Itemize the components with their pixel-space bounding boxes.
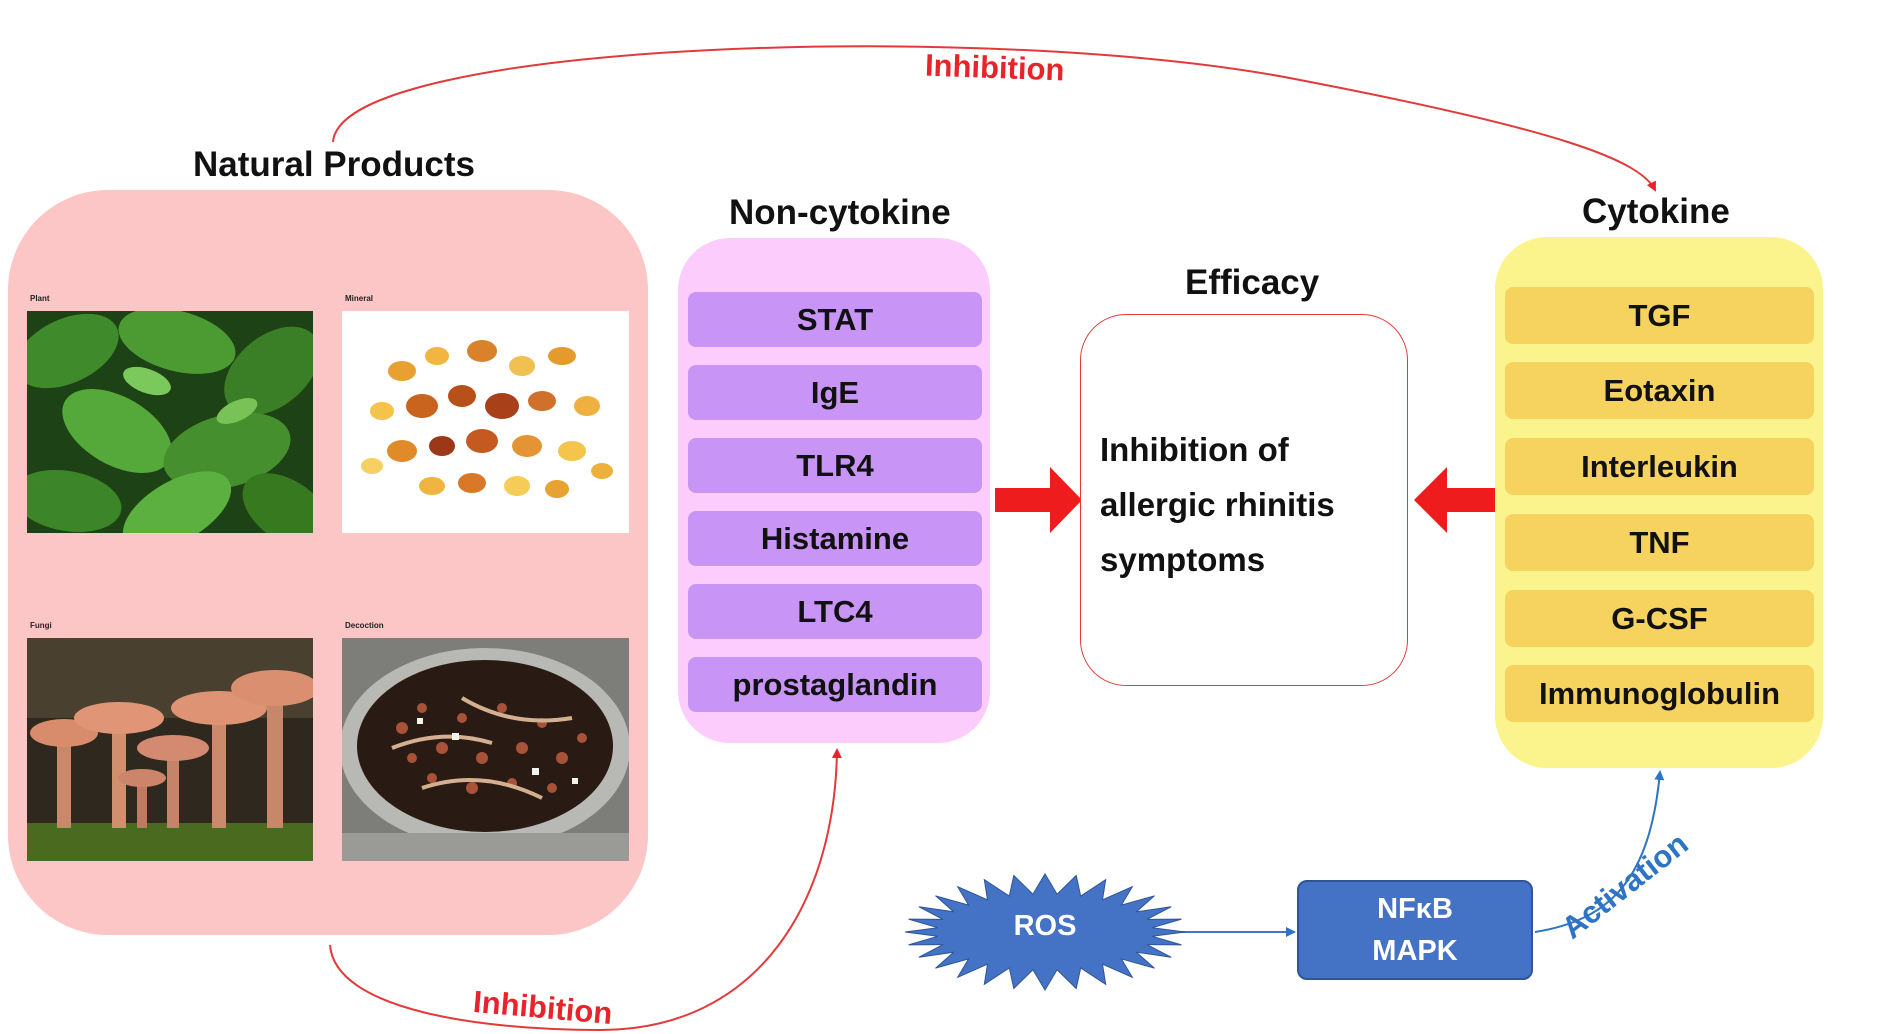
non-cytokine-title: Non-cytokine: [729, 193, 951, 232]
cytokine-item-interleukin: Interleukin: [1505, 438, 1814, 495]
non-cytokine-item-ige: IgE: [688, 365, 982, 420]
bottom-inhibition-curve: [329, 748, 842, 1032]
cytokine-item-eotaxin: Eotaxin: [1505, 362, 1814, 419]
activation-curve: [1534, 770, 1665, 933]
cytokine-item-gcsf: G-CSF: [1505, 590, 1814, 647]
fungi-image: [27, 638, 313, 861]
mineral-label: Mineral: [345, 294, 374, 303]
right-red-arrow: [1414, 467, 1497, 533]
non-cytokine-item-stat: STAT: [688, 292, 982, 347]
cytokine-item-tgf: TGF: [1505, 287, 1814, 344]
cytokine-item-immunoglobulin: Immunoglobulin: [1505, 665, 1814, 722]
decoction-image: [342, 638, 629, 861]
decoction-label: Decoction: [345, 621, 384, 630]
natural-products-title: Natural Products: [193, 145, 475, 184]
cytokine-title: Cytokine: [1582, 192, 1730, 231]
non-cytokine-item-ltc4: LTC4: [688, 584, 982, 639]
cytokine-item-tnf: TNF: [1505, 514, 1814, 571]
efficacy-title: Efficacy: [1185, 263, 1320, 302]
efficacy-box: [1080, 314, 1408, 686]
efficacy-line-2: allergic rhinitis: [1100, 486, 1335, 523]
efficacy-line-3: symptoms: [1100, 541, 1266, 578]
mineral-image: [342, 311, 629, 533]
efficacy-text: Inhibition of allergic rhinitis symptoms: [1100, 422, 1400, 587]
non-cytokine-item-histamine: Histamine: [688, 511, 982, 566]
ros-label: ROS: [1013, 910, 1077, 942]
non-cytokine-item-tlr4: TLR4: [688, 438, 982, 493]
non-cytokine-item-prostaglandin: prostaglandin: [688, 657, 982, 712]
efficacy-line-1: Inhibition of: [1100, 431, 1289, 468]
plant-image: [27, 311, 313, 533]
left-red-arrow: [995, 467, 1082, 533]
top-inhibition-curve: [332, 45, 1656, 192]
nfkb-mapk-box: NFκB MAPK: [1297, 880, 1533, 980]
plant-label: Plant: [30, 294, 50, 303]
ros-starburst: [904, 873, 1186, 991]
nfkb-label: NFκB: [1377, 893, 1453, 925]
fungi-label: Fungi: [30, 621, 52, 630]
mapk-label: MAPK: [1372, 935, 1458, 967]
top-inhibition-label: Inhibition: [924, 47, 1066, 88]
